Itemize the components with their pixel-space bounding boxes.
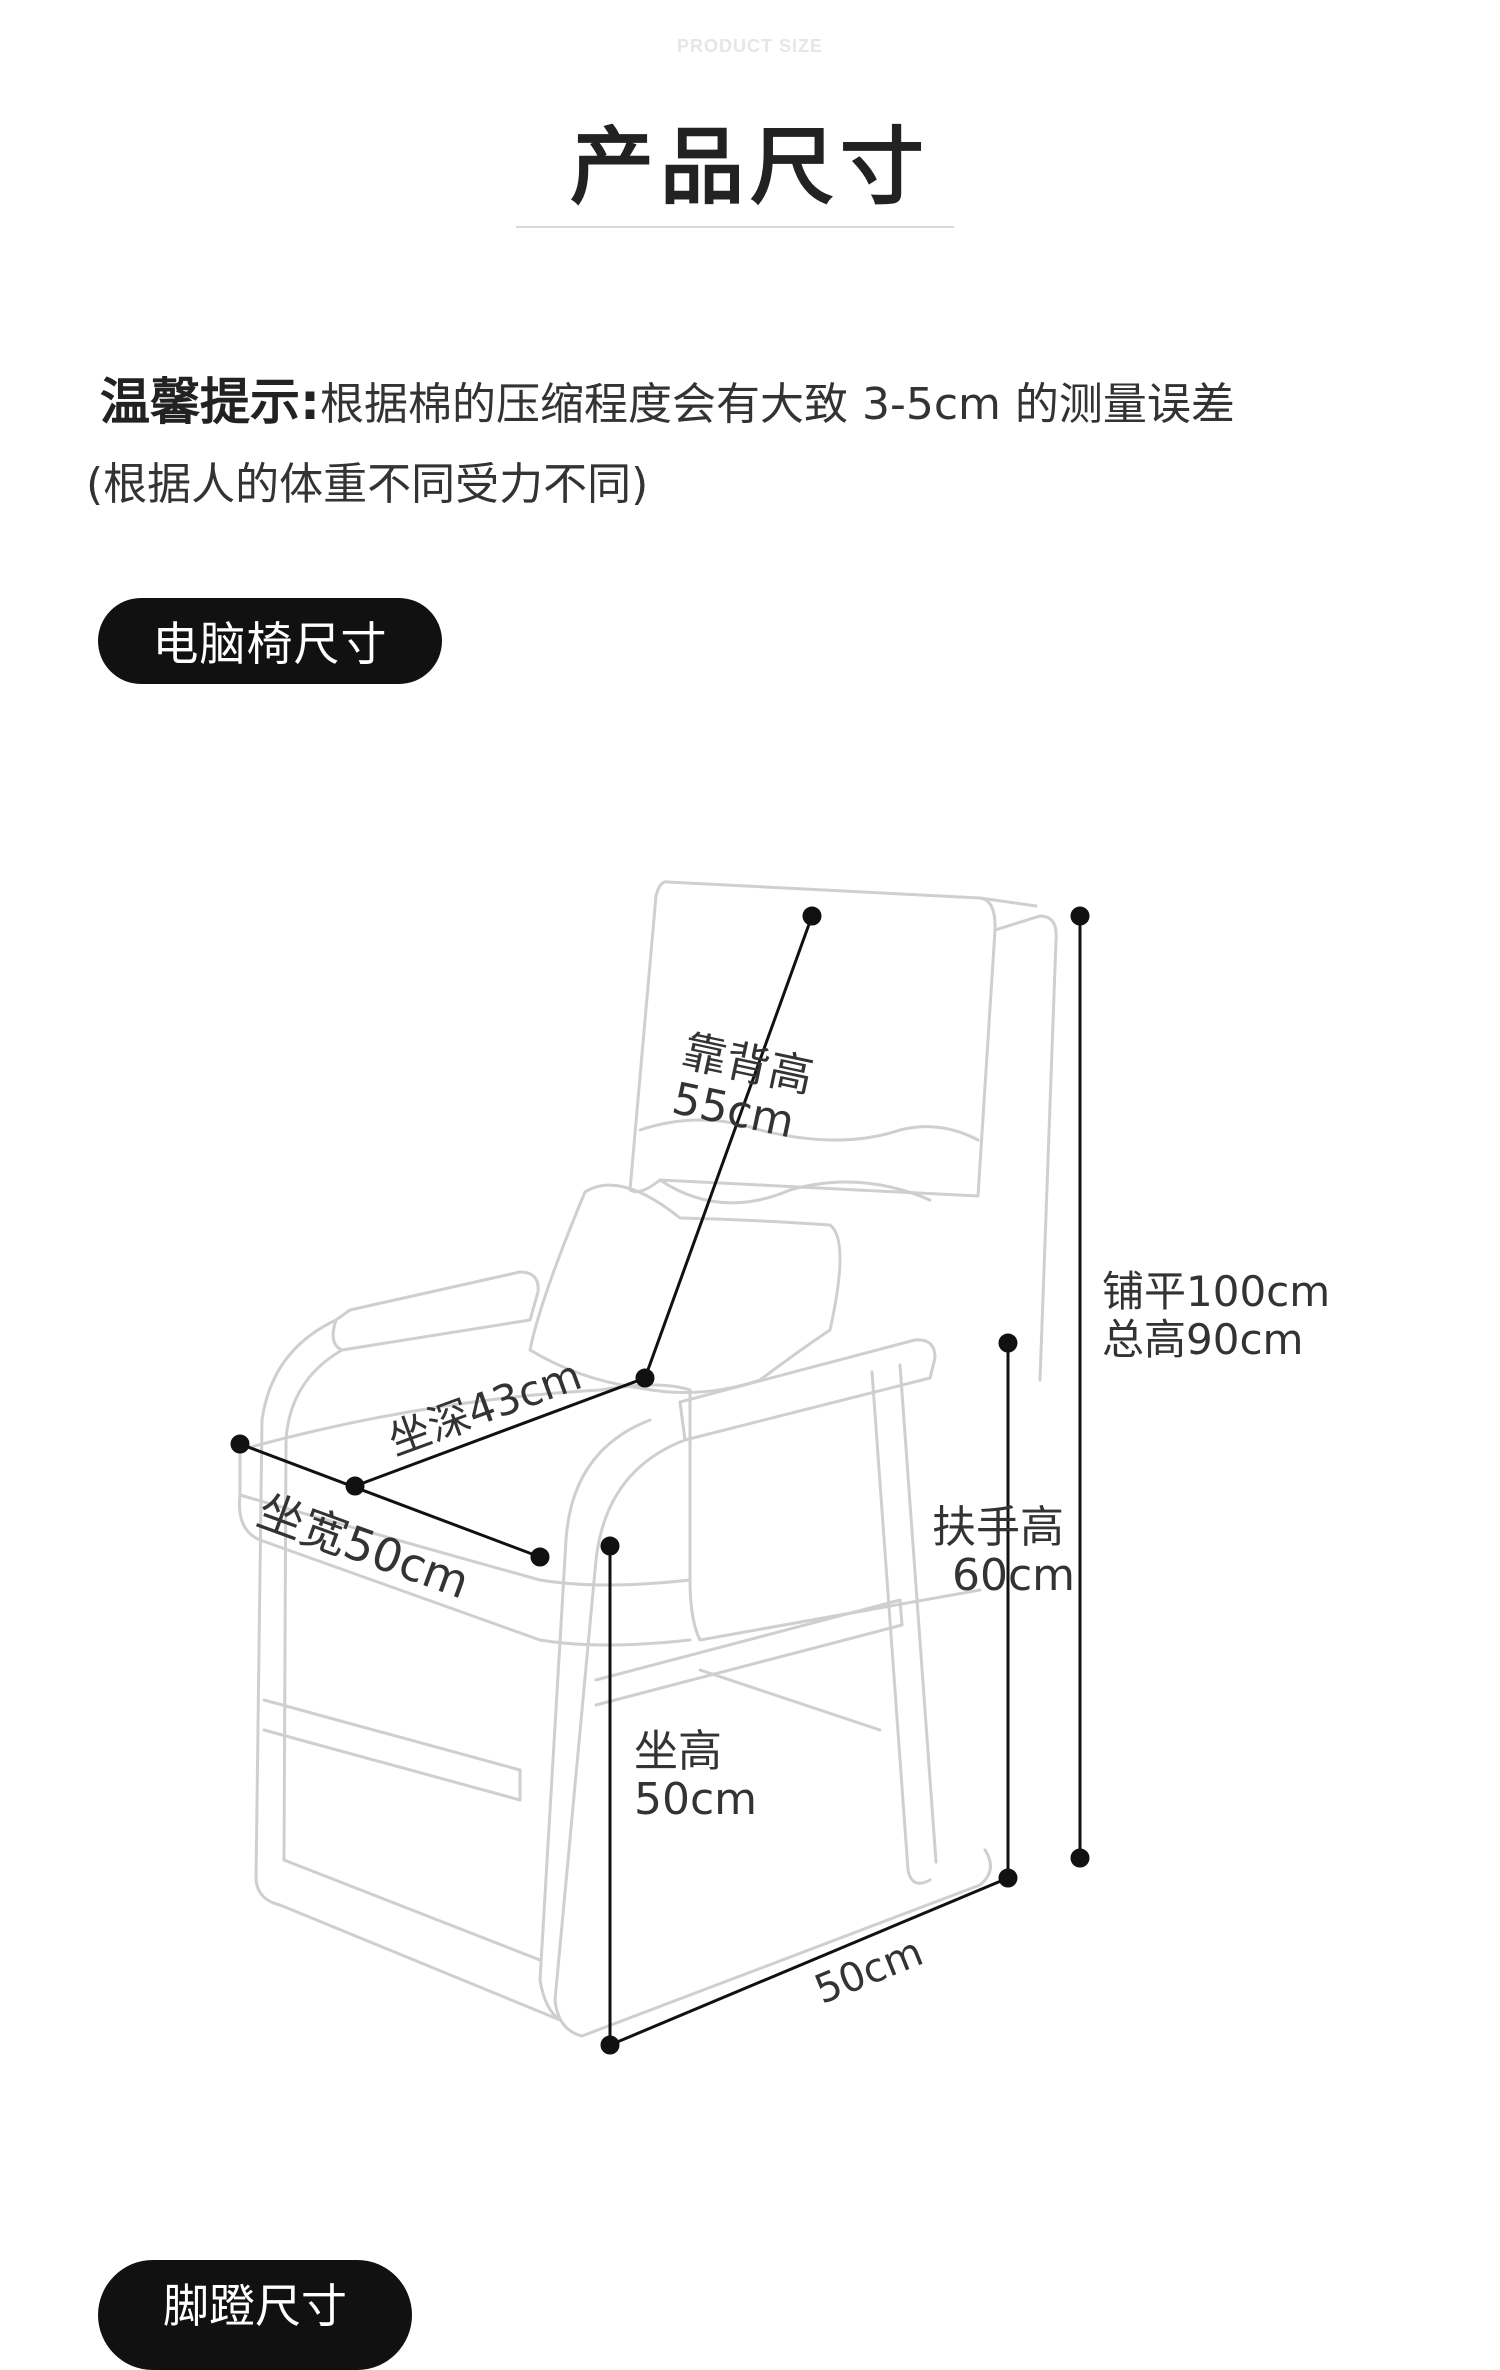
page-title: 产品尺寸 bbox=[569, 118, 930, 216]
seat-height-title: 坐高 bbox=[634, 1726, 722, 1777]
notice-text: 根据棉的压缩程度会有大致 3-5cm 的测量误差 bbox=[320, 379, 1235, 430]
total-height-value: 总高90cm bbox=[1102, 1315, 1304, 1364]
dimension-lines bbox=[230, 906, 1090, 2055]
notice-note: (根据人的体重不同受力不同) bbox=[86, 459, 649, 510]
armrest-height-title: 扶手高 bbox=[932, 1502, 1064, 1553]
dim-point bbox=[530, 1547, 550, 1567]
armrest-height-label: 扶手高 60cm bbox=[932, 1504, 1075, 1600]
chair-size-badge: 电脑椅尺寸 bbox=[98, 598, 442, 684]
dim-point bbox=[230, 1434, 250, 1454]
total-height-label: 铺平100cm 总高90cm bbox=[1102, 1268, 1330, 1364]
title-divider bbox=[516, 226, 954, 228]
notice-label: 温馨提示: bbox=[100, 373, 320, 431]
dim-point bbox=[600, 1536, 620, 1556]
measurement-notice: 温馨提示:根据棉的压缩程度会有大致 3-5cm 的测量误差 bbox=[100, 362, 1235, 434]
seat-height-label: 坐高 50cm bbox=[634, 1728, 757, 1824]
dim-point bbox=[1070, 1848, 1090, 1868]
seat-height-value: 50cm bbox=[634, 1774, 758, 1825]
flat-length-value: 铺平100cm bbox=[1102, 1267, 1331, 1316]
armrest-height-value: 60cm bbox=[952, 1550, 1076, 1601]
chair-diagram bbox=[230, 880, 1090, 2055]
dim-point bbox=[1070, 906, 1090, 926]
dim-point bbox=[802, 906, 822, 926]
section-subtitle-en: PRODUCT SIZE bbox=[676, 36, 823, 56]
dim-point bbox=[998, 1333, 1018, 1353]
footrest-size-badge: 脚蹬尺寸 bbox=[98, 2260, 412, 2370]
chair-outline bbox=[237, 880, 1058, 2038]
